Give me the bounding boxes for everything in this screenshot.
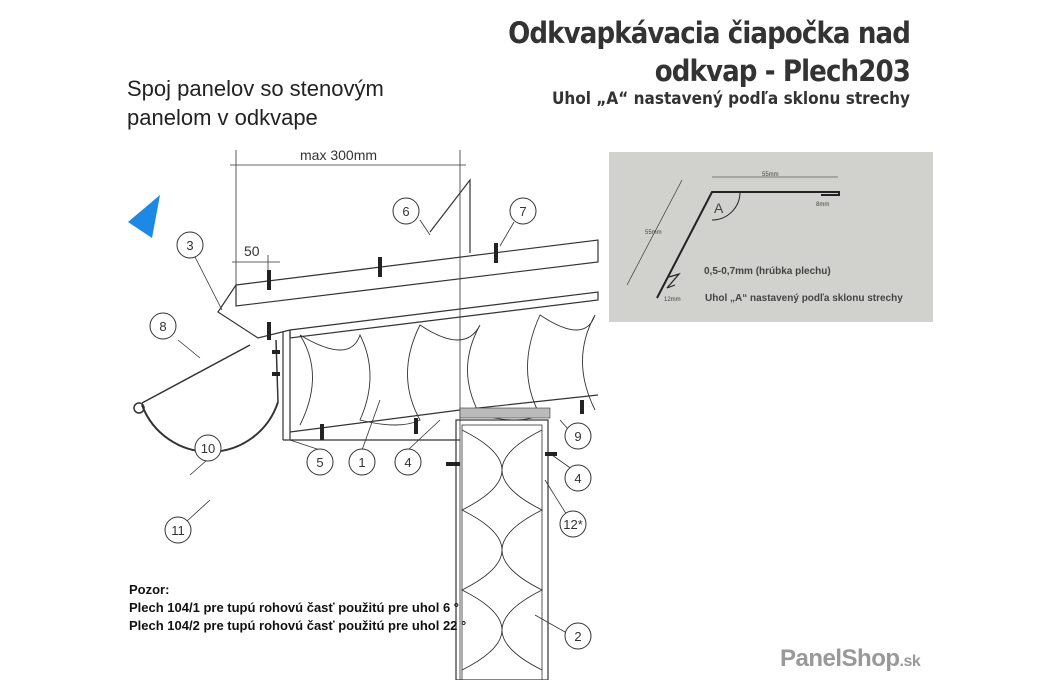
sealing-tape — [459, 407, 551, 419]
drip-flashing — [217, 284, 291, 339]
pointer-arrow-icon — [128, 195, 160, 238]
flashing-profile — [626, 176, 840, 299]
drawing-title-line-2: panelom v odkvape — [127, 105, 318, 130]
brand-name: PanelShop — [780, 645, 900, 672]
brand-tld: .sk — [899, 653, 921, 670]
callout-label: 5 — [316, 455, 323, 470]
brand-logo: PanelShop.sk — [780, 645, 921, 673]
callout-label: 6 — [402, 204, 409, 219]
callout-circle — [509, 197, 537, 225]
note-line-1: Plech 104/1 pre tupú rohovú časť použitú… — [129, 600, 459, 615]
wall-panel — [455, 419, 549, 680]
panel-underside — [459, 394, 599, 411]
callout-circle — [194, 434, 222, 462]
roof-insulation — [299, 314, 596, 426]
roof-panel-liner — [289, 291, 599, 339]
callout-circle — [564, 422, 592, 450]
dimension-line — [626, 179, 683, 286]
callout-circle — [564, 464, 592, 492]
callout-circle — [348, 448, 376, 476]
angle-label: A — [714, 200, 724, 216]
dim-top: 55mm — [762, 172, 779, 178]
page-subtitle: Uhol „A“ nastavený podľa sklonu strechy — [551, 89, 910, 109]
callout-circle — [394, 448, 422, 476]
dimension-max-label: max 300mm — [300, 147, 377, 163]
title-line-1: Odkvapkávacia čiapočka nad — [508, 16, 911, 50]
callout-circle — [564, 622, 592, 650]
callout-circle — [176, 231, 204, 259]
thickness-note: 0,5-0,7mm (hrúbka plechu) — [704, 266, 831, 277]
drawing-title: Spoj panelov so stenovým panelom v odkva… — [127, 74, 384, 132]
title-line-2: odkvap - Plech203 — [654, 54, 911, 88]
callout-label: 11 — [171, 523, 185, 538]
callout-circle — [559, 510, 587, 538]
wall-insulation — [460, 429, 544, 671]
callout-circle — [392, 197, 420, 225]
drawing-title-line-1: Spoj panelov so stenovým — [127, 76, 384, 101]
callout-label: 12* — [563, 517, 583, 532]
gutter-back — [275, 339, 279, 403]
gutter-bead — [133, 402, 145, 414]
dim-tip: 12mm — [664, 297, 681, 303]
roof-panel-sheet — [235, 239, 599, 307]
screw-fasteners — [267, 243, 584, 466]
callout-circle — [306, 448, 334, 476]
callout-circle — [164, 516, 192, 544]
panel-underside — [289, 409, 461, 433]
callout-label: 2 — [574, 629, 581, 644]
page-title: Odkvapkávacia čiapočka nad odkvap - Plec… — [487, 14, 911, 90]
angle-note: Uhol „A“ nastavený podľa sklonu strechy — [705, 293, 903, 304]
ridge-flashing — [429, 178, 471, 253]
angle-arc — [711, 191, 741, 221]
warning-note: Pozor: Plech 104/1 pre tupú rohovú časť … — [129, 581, 466, 635]
callout-label: 10 — [201, 441, 215, 456]
note-heading: Pozor: — [129, 582, 170, 597]
gutter-hanger — [141, 344, 251, 404]
dim-side: 55mm — [645, 230, 662, 236]
callout-label: 3 — [186, 238, 193, 253]
callout-label: 8 — [159, 319, 166, 334]
callout-label: 1 — [358, 455, 365, 470]
callout-label: 9 — [574, 429, 581, 444]
wall-panel-core — [461, 424, 543, 680]
tip-fold — [666, 272, 681, 289]
callout-label: 4 — [574, 471, 581, 486]
dim-hem: 8mm — [816, 202, 830, 208]
note-line-2: Plech 104/2 pre tupú rohovú časť použitú… — [129, 618, 467, 633]
detail-plech203: 55mm 55mm 8mm 12mm A 0,5-0,7mm (hrúbka p… — [609, 152, 933, 322]
callout-label: 7 — [519, 204, 526, 219]
dimension-50-label: 50 — [244, 243, 260, 259]
flashing-outline — [656, 191, 840, 299]
callout-circle — [149, 312, 177, 340]
callout-label: 4 — [404, 455, 411, 470]
